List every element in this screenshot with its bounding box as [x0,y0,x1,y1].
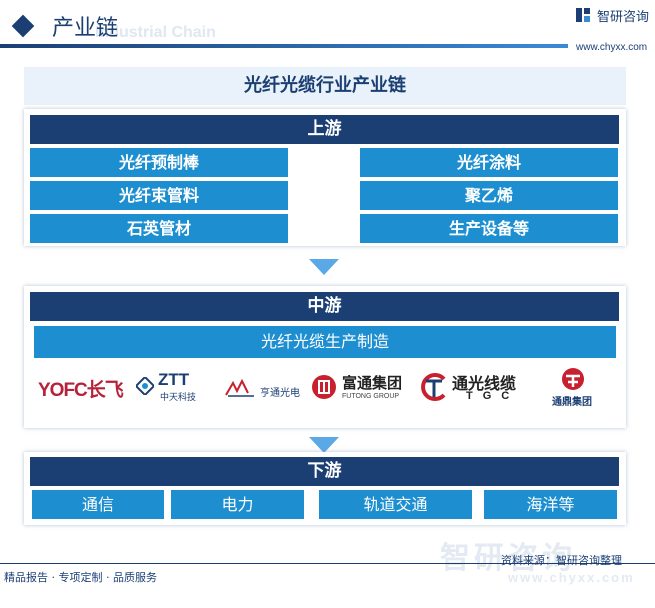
header-watermark-subtitle: Industrial Chain [95,24,216,41]
brand-name: 智研咨询 [597,10,650,25]
upstream-item-coating: 光纤涂料 [360,148,618,177]
downstream-item-power: 电力 [171,490,304,519]
tgc-icon [421,373,446,401]
company-logos: YOFC长飞 ZTT 中天科技 亨通光电 富通集团 FUTONG GROUP [36,367,616,408]
footer-divider [0,563,655,564]
midstream-process: 光纤光缆生产制造 [34,326,616,358]
yofc-logo: YOFC长飞 [38,367,130,407]
tgc-logo: 通光线缆 TGC [418,367,534,407]
futong-logo: 富通集团 FUTONG GROUP [310,367,410,407]
upstream-item-equipment: 生产设备等 [360,214,618,243]
down-arrow-icon [309,437,339,453]
footer-watermark: 智研咨询 [440,541,576,576]
ztt-logo: ZTT 中天科技 [136,367,212,407]
hengtong-logo: 亨通光电 [224,367,302,407]
downstream-item-ocean: 海洋等 [484,490,617,519]
upstream-item-polyethylene: 聚乙烯 [360,181,618,210]
upstream-item-preform: 光纤预制棒 [30,148,288,177]
downstream-item-rail-transit: 轨道交通 [319,490,472,519]
brand-url: www.chyxx.com [576,42,648,53]
company-tgc-sub: TGC [466,390,520,402]
futong-icon [312,375,336,399]
tongding-icon [562,368,584,390]
brand-logo-icon [576,8,590,22]
diagram-title: 光纤光缆行业产业链 [24,67,626,105]
company-hengtong-name: 亨通光电 [260,388,300,399]
tongding-logo: 通鼎集团 [548,367,600,408]
company-futong-sub: FUTONG GROUP [342,393,400,400]
down-arrow-icon [309,259,339,275]
company-ztt-sub: 中天科技 [160,393,197,403]
company-tgc-name: 通光线缆 [452,374,517,393]
company-futong-name: 富通集团 [342,374,403,392]
header-divider [0,44,568,48]
footer-tagline: 精品报告 · 专项定制 · 品质服务 [4,571,157,584]
downstream-header: 下游 [30,457,619,486]
source-note: 资料来源：智研咨询整理 [501,554,622,567]
downstream-item-telecom: 通信 [32,490,164,519]
ztt-icon [136,377,154,395]
company-yofc-name: YOFC长飞 [38,380,124,401]
company-tongding-name: 通鼎集团 [552,397,592,408]
footer-watermark-url: www.chyxx.com [508,570,635,585]
page-title: 产业链 [52,16,119,41]
diamond-icon [11,14,35,38]
company-ztt-name: ZTT [158,370,190,389]
hengtong-icon [225,379,254,397]
midstream-header: 中游 [30,292,619,321]
page-header: Industrial Chain 产业链 智研咨询 www.chyxx.com [0,0,655,62]
upstream-item-tube-material: 光纤束管料 [30,181,288,210]
upstream-header: 上游 [30,115,619,144]
upstream-item-quartz-tube: 石英管材 [30,214,288,243]
